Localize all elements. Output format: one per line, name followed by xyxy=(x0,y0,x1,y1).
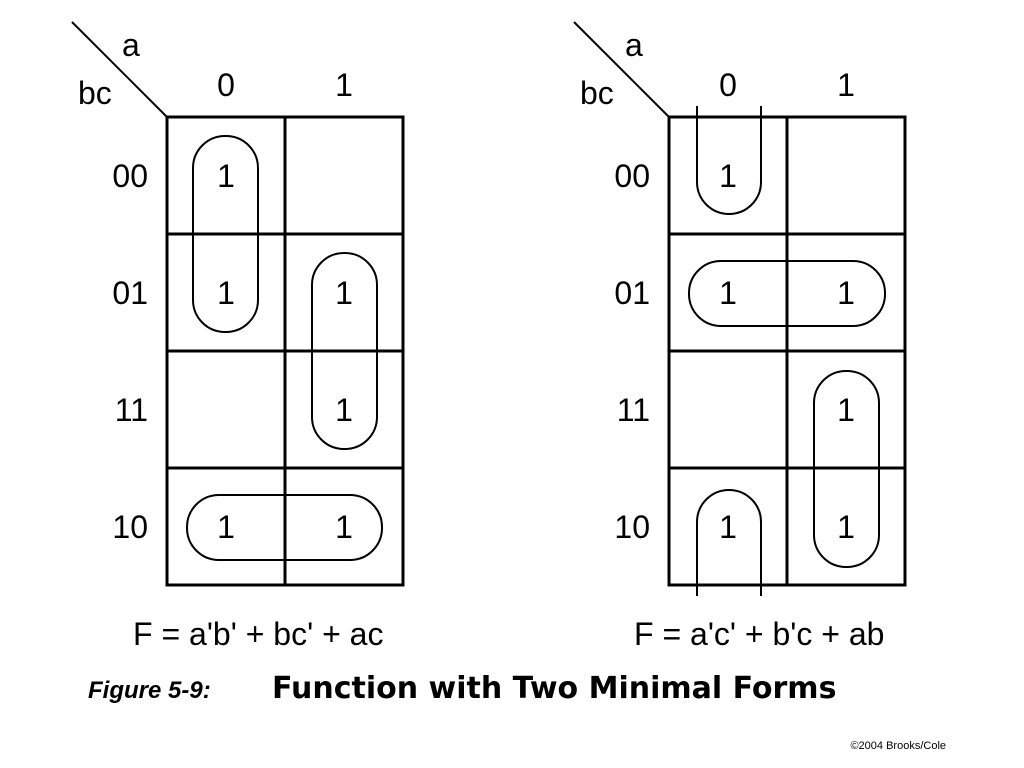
kmap-right-col-header-0: 0 xyxy=(719,67,737,103)
kmap-left-cell-r3-c1: 1 xyxy=(335,509,353,545)
kmap-left-col-header-1: 1 xyxy=(335,67,353,103)
kmap-left-col-header-0: 0 xyxy=(217,67,235,103)
kmap-left-row-header-3: 10 xyxy=(112,509,148,545)
kmap-left-row-header-1: 01 xyxy=(112,275,148,311)
kmap-left-row-var: bc xyxy=(78,75,112,111)
kmap-right: a bc 0 1 00 01 11 10 1 1 1 1 1 1 F = a'c… xyxy=(573,21,907,652)
kmap-left-row-header-0: 00 xyxy=(112,158,148,194)
kmap-right-cell-r2-c1: 1 xyxy=(837,392,855,428)
kmap-right-cell-r1-c1: 1 xyxy=(837,275,855,311)
figure-caption-label: Figure 5-9: xyxy=(88,677,211,704)
kmap-left-corner-diagonal xyxy=(71,21,167,117)
kmap-right-equation: F = a'c' + b'c + ab xyxy=(634,616,884,652)
kmap-left-row-header-2: 11 xyxy=(115,392,148,428)
kmap-right-row-header-1: 01 xyxy=(614,275,650,311)
kmap-left: a bc 0 1 00 01 11 10 1 1 1 1 1 1 F = a'b… xyxy=(71,21,405,652)
kmap-right-cell-r1-c0: 1 xyxy=(719,275,737,311)
kmap-right-col-header-1: 1 xyxy=(837,67,855,103)
kmap-right-row-var: bc xyxy=(580,75,614,111)
copyright-notice: ©2004 Brooks/Cole xyxy=(850,740,946,752)
kmap-left-group-b-c-prime xyxy=(186,494,383,561)
kmap-right-row-header-0: 00 xyxy=(614,158,650,194)
kmap-left-cell-r0-c0: 1 xyxy=(217,158,235,194)
kmap-right-group-a-b xyxy=(813,370,880,568)
kmap-right-cell-r3-c0: 1 xyxy=(719,509,737,545)
kmap-right-row-header-2: 11 xyxy=(617,392,650,428)
kmap-right-group-b-prime-c xyxy=(688,260,886,327)
kmap-right-group-a-prime-c-prime-bottom xyxy=(696,489,762,596)
figure-caption-title: Function with Two Minimal Forms xyxy=(272,671,836,706)
kmap-right-group-a-prime-c-prime-top xyxy=(696,106,762,215)
kmap-left-col-var: a xyxy=(122,27,140,63)
kmap-left-cell-r2-c1: 1 xyxy=(335,392,353,428)
kmap-right-col-var: a xyxy=(625,27,643,63)
kmap-left-cell-r1-c0: 1 xyxy=(217,275,235,311)
kmap-left-group-a-b-prime xyxy=(192,135,259,333)
kmap-right-cell-r0-c0: 1 xyxy=(719,158,737,194)
kmap-left-cell-r3-c0: 1 xyxy=(217,509,235,545)
kmap-right-corner-diagonal xyxy=(573,21,669,117)
kmap-left-cell-r1-c1: 1 xyxy=(335,275,353,311)
figure-caption: Figure 5-9: Function with Two Minimal Fo… xyxy=(88,671,836,706)
kmap-left-equation: F = a'b' + bc' + ac xyxy=(133,616,383,652)
kmap-left-group-a-c xyxy=(311,252,378,450)
kmap-right-cell-r3-c1: 1 xyxy=(837,509,855,545)
kmap-right-row-header-3: 10 xyxy=(614,509,650,545)
